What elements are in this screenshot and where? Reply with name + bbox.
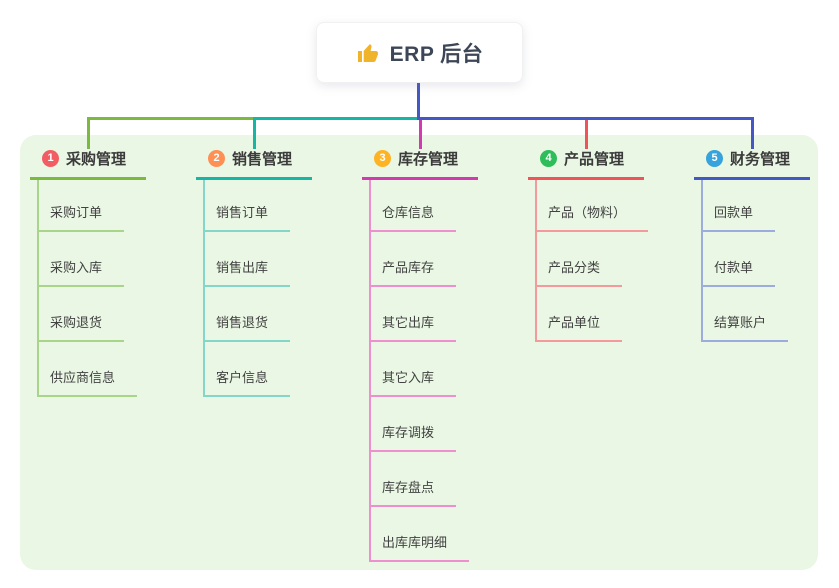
child-node[interactable]: 产品单位 xyxy=(535,312,622,342)
branch-node-2[interactable]: 2 销售管理 xyxy=(196,148,312,180)
branch-rail-line xyxy=(369,180,371,562)
child-node[interactable]: 产品分类 xyxy=(535,257,622,287)
branch-number-badge: 4 xyxy=(540,150,557,167)
child-node[interactable]: 回款单 xyxy=(701,202,775,232)
child-node[interactable]: 供应商信息 xyxy=(37,367,137,397)
child-node[interactable]: 出库库明细 xyxy=(369,532,469,562)
branch-node-1[interactable]: 1 采购管理 xyxy=(30,148,146,180)
branch-label: 产品管理 xyxy=(564,151,625,168)
branch-drop-line xyxy=(253,117,256,149)
child-node[interactable]: 销售出库 xyxy=(203,257,290,287)
child-node[interactable]: 产品库存 xyxy=(369,257,456,287)
child-node[interactable]: 其它入库 xyxy=(369,367,456,397)
child-node[interactable]: 销售订单 xyxy=(203,202,290,232)
branch-rail-line xyxy=(701,180,703,342)
branch-column: 2 销售管理销售订单销售出库销售退货客户信息 xyxy=(196,148,312,397)
branch-drop-line xyxy=(419,117,422,149)
branch-label: 库存管理 xyxy=(398,151,459,168)
branch-column: 1 采购管理采购订单采购入库采购退货供应商信息 xyxy=(30,148,146,397)
branch-node-3[interactable]: 3 库存管理 xyxy=(362,148,478,180)
branch-column: 5 财务管理回款单付款单结算账户 xyxy=(694,148,810,342)
branch-drop-line xyxy=(585,117,588,149)
branches-panel xyxy=(20,135,818,570)
connector-segment-3 xyxy=(418,117,754,120)
child-node[interactable]: 客户信息 xyxy=(203,367,290,397)
branch-number-badge: 5 xyxy=(706,150,723,167)
child-node[interactable]: 其它出库 xyxy=(369,312,456,342)
branch-label: 销售管理 xyxy=(232,151,293,168)
branch-number-badge: 1 xyxy=(42,150,59,167)
root-node[interactable]: ERP 后台 xyxy=(316,22,523,83)
branch-label: 采购管理 xyxy=(66,151,127,168)
root-node-label: ERP 后台 xyxy=(389,42,484,66)
branch-rail-line xyxy=(37,180,39,397)
child-node[interactable]: 仓库信息 xyxy=(369,202,456,232)
branch-label: 财务管理 xyxy=(730,151,791,168)
child-node[interactable]: 库存调拨 xyxy=(369,422,456,452)
child-node[interactable]: 采购退货 xyxy=(37,312,124,342)
child-node[interactable]: 库存盘点 xyxy=(369,477,456,507)
branch-node-4[interactable]: 4 产品管理 xyxy=(528,148,644,180)
child-node[interactable]: 结算账户 xyxy=(701,312,788,342)
connector-segment-1 xyxy=(87,117,253,120)
branch-number-badge: 2 xyxy=(208,150,225,167)
branch-column: 3 库存管理仓库信息产品库存其它出库其它入库库存调拨库存盘点出库库明细 xyxy=(362,148,478,562)
child-node[interactable]: 销售退货 xyxy=(203,312,290,342)
root-connector-line xyxy=(417,82,420,120)
branch-node-5[interactable]: 5 财务管理 xyxy=(694,148,810,180)
branch-number-badge: 3 xyxy=(374,150,391,167)
branch-drop-line xyxy=(751,117,754,149)
connector-segment-2 xyxy=(253,117,418,120)
branch-rail-line xyxy=(535,180,537,342)
branch-column: 4 产品管理产品（物料） 产品分类产品单位 xyxy=(528,148,648,342)
child-node[interactable]: 采购订单 xyxy=(37,202,124,232)
branch-rail-line xyxy=(203,180,205,397)
child-node[interactable]: 付款单 xyxy=(701,257,775,287)
child-node[interactable]: 产品（物料） xyxy=(535,202,648,232)
branch-drop-line xyxy=(87,117,90,149)
thumbs-up-icon xyxy=(357,43,378,62)
child-node[interactable]: 采购入库 xyxy=(37,257,124,287)
